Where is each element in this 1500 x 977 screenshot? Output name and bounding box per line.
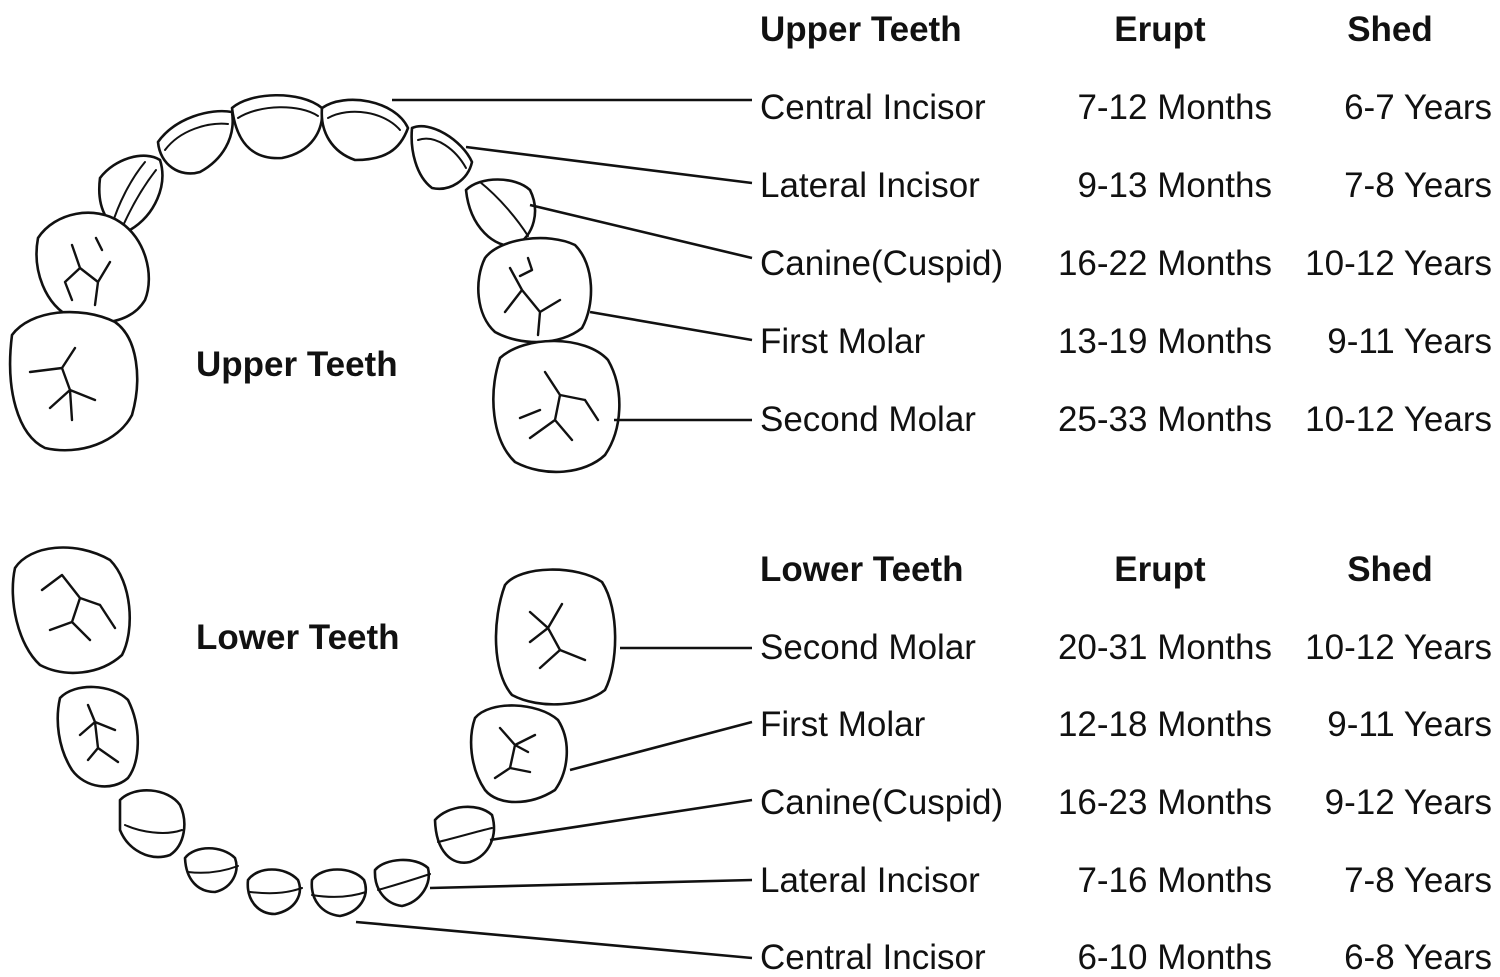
lower-central-incisor-right	[246, 868, 302, 916]
lower-row-tooth: Central Incisor	[760, 938, 986, 977]
lower-arch	[11, 546, 617, 918]
upper-row-erupt: 13-19 Months	[1057, 322, 1272, 361]
leader-lines	[355, 98, 753, 960]
leader-upper-lateral-incisor	[465, 145, 753, 185]
leader-lower-canine	[489, 798, 753, 842]
lower-first-molar-left	[469, 704, 569, 804]
lower-arch-label: Lower Teeth	[196, 618, 400, 657]
upper-lateral-incisor-left	[410, 125, 474, 191]
lower-row-tooth: Second Molar	[760, 628, 976, 667]
upper-arch	[8, 93, 621, 474]
lower-row-shed: 9-11 Years	[1327, 705, 1492, 744]
lower-central-incisor-left	[310, 868, 367, 918]
lower-second-molar-left	[494, 568, 617, 706]
lower-row-tooth: First Molar	[760, 705, 926, 744]
upper-row-erupt: 16-22 Months	[1057, 244, 1272, 283]
lower-lateral-incisor-right	[183, 846, 238, 894]
lower-row-tooth: Lateral Incisor	[760, 861, 980, 900]
leader-upper-first-molar	[589, 310, 753, 342]
lower-row-shed: 9-12 Years	[1324, 783, 1492, 822]
upper-table-header-shed: Shed	[1347, 10, 1433, 49]
lower-table-header-tooth: Lower Teeth	[760, 550, 964, 589]
upper-row-erupt: 7-12 Months	[1077, 88, 1272, 127]
lower-canine-right	[118, 789, 186, 859]
upper-row-shed: 7-8 Years	[1344, 166, 1492, 205]
upper-row-shed: 6-7 Years	[1344, 88, 1492, 127]
upper-row-tooth: Canine(Cuspid)	[760, 244, 1004, 283]
leader-lower-lateral-incisor	[429, 878, 753, 890]
lower-row-erupt: 12-18 Months	[1057, 705, 1272, 744]
upper-lateral-incisor-right	[156, 109, 234, 175]
upper-row-tooth: Second Molar	[760, 400, 976, 439]
upper-row-tooth: Lateral Incisor	[760, 166, 980, 205]
upper-arch-label: Upper Teeth	[196, 345, 398, 384]
upper-row-erupt: 25-33 Months	[1057, 400, 1272, 439]
upper-row-shed: 9-11 Years	[1327, 322, 1492, 361]
lower-second-molar-right	[11, 546, 131, 675]
upper-second-molar-left	[492, 339, 621, 474]
upper-row-erupt: 9-13 Months	[1077, 166, 1272, 205]
leader-lower-first-molar	[569, 720, 753, 772]
lower-row-shed: 7-8 Years	[1344, 861, 1492, 900]
upper-table-header-erupt: Erupt	[1114, 10, 1206, 49]
upper-first-molar-right	[35, 211, 151, 324]
lower-table-header-shed: Shed	[1347, 550, 1433, 589]
lower-row-erupt: 20-31 Months	[1057, 628, 1272, 667]
lower-row-tooth: Canine(Cuspid)	[760, 783, 1004, 822]
lower-row-erupt: 6-10 Months	[1077, 938, 1272, 977]
upper-row-shed: 10-12 Years	[1305, 244, 1492, 283]
upper-canine-left	[464, 178, 537, 248]
lower-table-header-erupt: Erupt	[1114, 550, 1206, 589]
upper-row-shed: 10-12 Years	[1305, 400, 1492, 439]
lower-row-shed: 6-8 Years	[1344, 938, 1492, 977]
upper-central-incisor-left	[320, 98, 410, 162]
leader-upper-canine	[529, 203, 753, 260]
lower-row-erupt: 16-23 Months	[1057, 783, 1272, 822]
upper-table-header-tooth: Upper Teeth	[760, 10, 962, 49]
upper-row-tooth: First Molar	[760, 322, 926, 361]
lower-row-shed: 10-12 Years	[1305, 628, 1492, 667]
lower-row-erupt: 7-16 Months	[1077, 861, 1272, 900]
upper-first-molar-left	[476, 236, 593, 344]
leader-lower-central-incisor	[355, 920, 753, 960]
upper-central-incisor-right	[230, 93, 324, 160]
upper-second-molar-right	[8, 310, 139, 452]
upper-row-tooth: Central Incisor	[760, 88, 986, 127]
